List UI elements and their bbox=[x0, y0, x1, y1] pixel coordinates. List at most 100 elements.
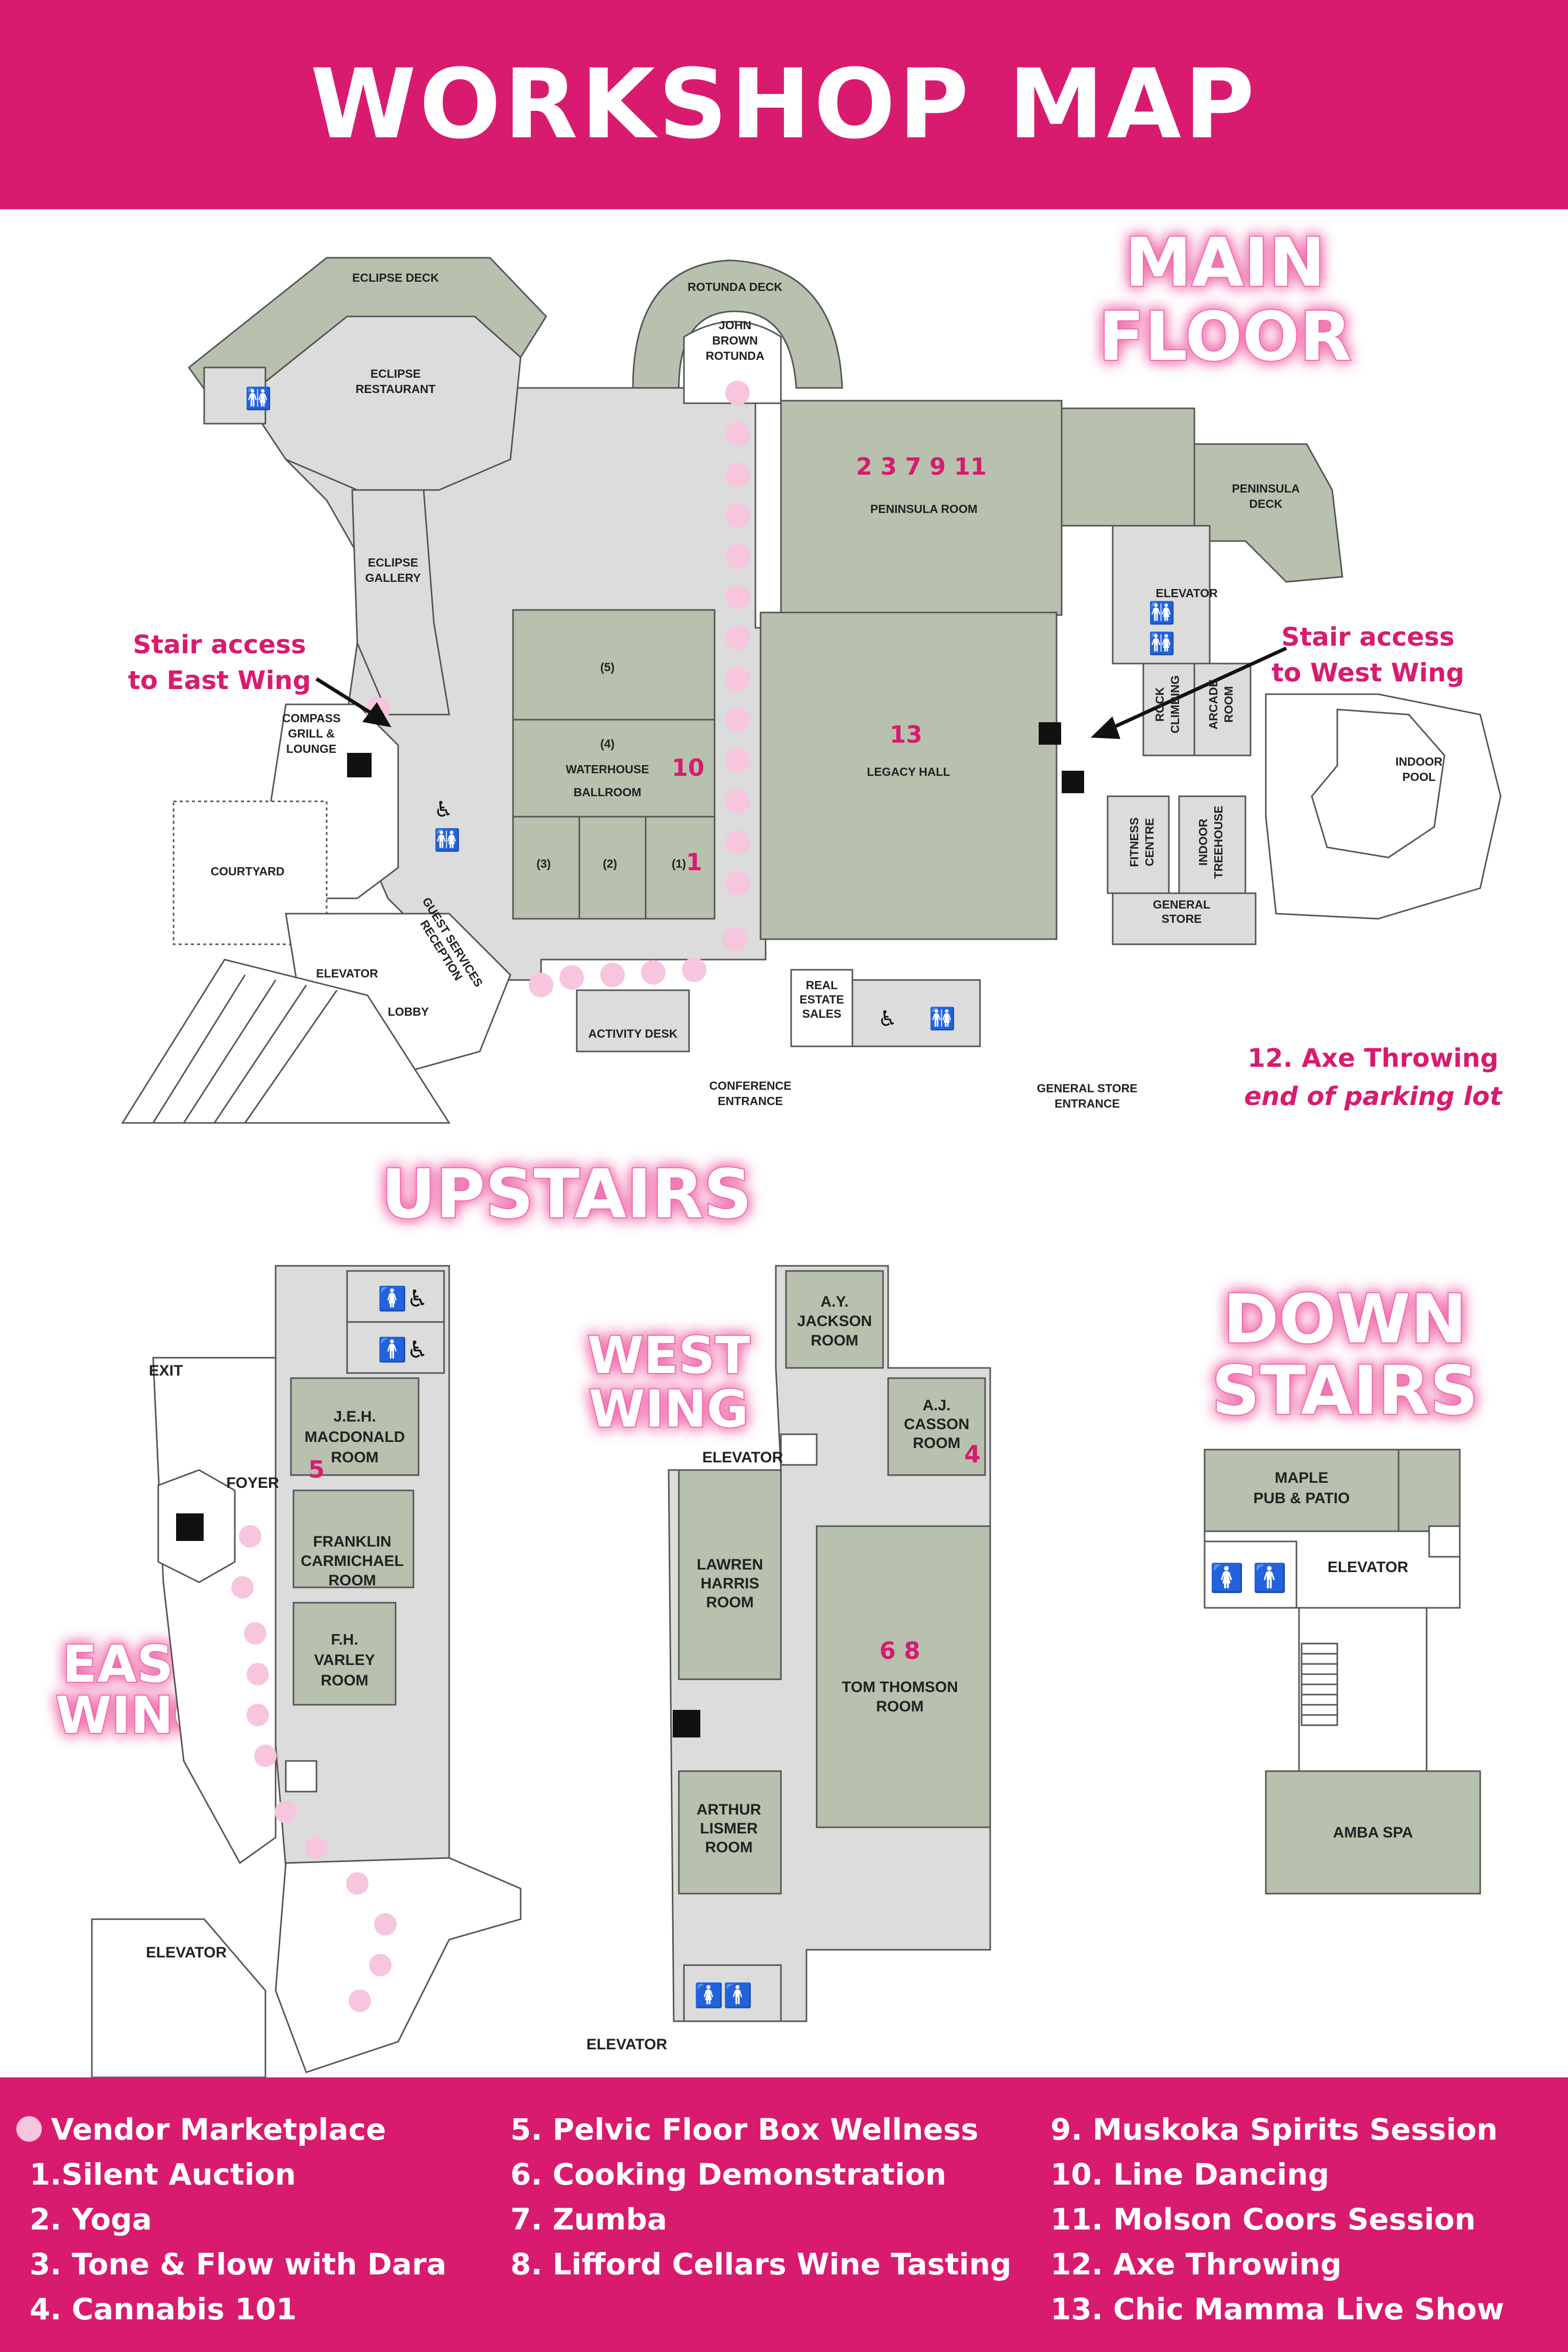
rotunda-deck-label: ROTUNDA DECK bbox=[688, 280, 782, 293]
main-floor-heading-1: MAIN bbox=[1124, 224, 1325, 302]
main-elevator-label: ELEVATOR bbox=[1156, 586, 1218, 600]
legacy-workshop-number: 13 bbox=[890, 721, 922, 748]
indoor-pool bbox=[1265, 693, 1502, 920]
west-wing-plan bbox=[668, 1265, 991, 2022]
rock-climbing-label-2: CLIMBING bbox=[1168, 675, 1182, 733]
peninsula-deck bbox=[1193, 443, 1343, 583]
tom-label-2: ROOM bbox=[876, 1698, 923, 1715]
east-wing-plan bbox=[91, 1265, 522, 2077]
section-headings: MAIN FLOOR UPSTAIRS DOWN STAIRS WEST WIN… bbox=[54, 223, 1479, 1746]
maple-label-2: PUB & PATIO bbox=[1254, 1490, 1350, 1507]
west-wing-icons: 🚺🚹 bbox=[673, 1710, 753, 2009]
rotunda-label-1: JOHN bbox=[719, 318, 751, 332]
lawren-label-1: LAWREN bbox=[697, 1556, 763, 1573]
peninsula-deck-label-2: DECK bbox=[1249, 497, 1283, 510]
vendor-marketplace-dots-main bbox=[365, 381, 750, 997]
john-brown-rotunda bbox=[683, 321, 782, 404]
ballroom-section-4: (4) bbox=[600, 737, 615, 750]
legend-item-vendor: Vendor Marketplace bbox=[16, 2107, 447, 2152]
stair-east-note-2: to East Wing bbox=[128, 666, 311, 695]
rotunda-label-3: ROTUNDA bbox=[706, 349, 765, 362]
downstairs-corner-room bbox=[1398, 1449, 1461, 1532]
fitness-centre bbox=[1107, 795, 1170, 894]
amba-spa-label: AMBA SPA bbox=[1333, 1824, 1413, 1841]
east-wing-lower-building bbox=[91, 1918, 266, 2077]
eclipse-washroom bbox=[203, 366, 266, 425]
washroom-icon: 🚺♿ bbox=[378, 1285, 428, 1312]
aj-label-3: ROOM bbox=[913, 1435, 960, 1452]
lawren-label-2: HARRIS bbox=[700, 1575, 759, 1592]
main-floor-washroom-icons: 🚻 ♿ 🚻 🚻 🚻 ♿ 🚻 bbox=[245, 386, 1175, 1031]
treehouse-label-2: TREEHOUSE bbox=[1212, 805, 1225, 878]
general-store-entrance-label-1: GENERAL STORE bbox=[1037, 1082, 1137, 1095]
downstairs-heading-1: DOWN bbox=[1223, 1280, 1467, 1359]
legend-item: 11. Molson Coors Session bbox=[1050, 2202, 1476, 2237]
east-wing-icons: 🚺♿ 🚹♿ bbox=[176, 1285, 428, 1541]
legend-column-2: 5. Pelvic Floor Box Wellness 6. Cooking … bbox=[510, 2107, 1012, 2287]
legend-item: 7. Zumba bbox=[510, 2202, 668, 2237]
west-elevator-bottom-label: ELEVATOR bbox=[586, 2036, 668, 2053]
vendor-marketplace-dots-east bbox=[231, 1525, 397, 2012]
east-wing-foyer bbox=[152, 1357, 277, 1865]
aj-label-1: A.J. bbox=[922, 1397, 950, 1414]
ballroom-section-3: (3) bbox=[536, 857, 551, 870]
downstairs-stairs bbox=[1301, 1643, 1338, 1726]
compass-grill-label-2: GRILL & bbox=[288, 727, 335, 740]
washroom-icon: 🚺 🚹 bbox=[1210, 1562, 1287, 1594]
legend-item: 13. Chic Mamma Live Show bbox=[1050, 2292, 1504, 2326]
eclipse-gallery-label-1: ECLIPSE bbox=[368, 556, 418, 569]
floor-plan-map: 🚻 ♿ 🚻 🚻 🚻 ♿ 🚻 ECLIPSE DECK ECLIPSE RESTA… bbox=[54, 223, 1503, 2077]
lobby-elevator-label: ELEVATOR bbox=[316, 967, 378, 980]
eclipse-gallery-label-2: GALLERY bbox=[365, 571, 421, 584]
varley-label-1: F.H. bbox=[331, 1631, 358, 1648]
legend-item: 5. Pelvic Floor Box Wellness bbox=[510, 2112, 978, 2147]
conference-entrance-label-2: ENTRANCE bbox=[718, 1094, 783, 1108]
peninsula-room-label: PENINSULA ROOM bbox=[870, 502, 977, 516]
stair-access-arrows bbox=[315, 646, 1287, 739]
franklin-label-3: ROOM bbox=[328, 1572, 376, 1589]
east-foyer-label: FOYER bbox=[226, 1475, 279, 1491]
maple-label-1: MAPLE bbox=[1275, 1469, 1329, 1486]
stairs-icon bbox=[1039, 722, 1061, 745]
downstairs-labels: MAPLE PUB & PATIO ELEVATOR AMBA SPA bbox=[1254, 1469, 1413, 1841]
arrow-east-wing bbox=[315, 677, 379, 719]
vendor-dot-icon bbox=[16, 2116, 42, 2142]
ballroom-1-workshop-number: 1 bbox=[686, 848, 702, 876]
header-banner: WORKSHOP MAP bbox=[0, 0, 1568, 209]
ay-jackson-room bbox=[785, 1270, 884, 1369]
peninsula-workshop-numbers: 2 3 7 9 11 bbox=[856, 453, 987, 480]
lobby-wing bbox=[121, 959, 451, 1124]
legend-item: 4. Cannabis 101 bbox=[30, 2292, 297, 2326]
peninsula-deck-label-1: PENINSULA bbox=[1232, 482, 1300, 495]
downstairs-plan bbox=[1204, 1449, 1481, 1895]
real-estate-label-1: REAL bbox=[806, 978, 838, 992]
ay-label-1: A.Y. bbox=[820, 1293, 848, 1310]
rotunda-label-2: BROWN bbox=[712, 334, 757, 347]
washroom-icon: ♿ bbox=[434, 797, 453, 822]
arcade-room-label-2: ROOM bbox=[1222, 686, 1235, 723]
amba-spa bbox=[1265, 1770, 1481, 1895]
eclipse-restaurant-label-2: RESTAURANT bbox=[356, 382, 436, 396]
tom-thomson-workshop-numbers: 6 8 bbox=[879, 1637, 920, 1664]
legacy-hall bbox=[760, 611, 1058, 940]
main-floor-heading-2: FLOOR bbox=[1098, 298, 1352, 376]
west-wing-heading-2: WING bbox=[589, 1379, 748, 1439]
legend-item: 1.Silent Auction bbox=[30, 2157, 296, 2192]
legend-column-3: 9. Muskoka Spirits Session 10. Line Danc… bbox=[1050, 2107, 1504, 2332]
ballroom-section-1: (1) bbox=[672, 857, 686, 870]
jeh-label-2: MACDONALD bbox=[305, 1429, 405, 1446]
legend-item: 2. Yoga bbox=[30, 2202, 152, 2237]
washroom-block bbox=[851, 979, 981, 1047]
axe-location-note: end of parking lot bbox=[1244, 1082, 1503, 1111]
arcade-room-label-1: ARCADE bbox=[1207, 679, 1220, 729]
ballroom-section-2: (2) bbox=[603, 857, 617, 870]
eclipse-restaurant-label-1: ECLIPSE bbox=[371, 367, 421, 380]
stairs-icon bbox=[673, 1710, 700, 1737]
main-floor-stair-icons bbox=[347, 722, 1084, 793]
jeh-label-3: ROOM bbox=[331, 1449, 378, 1466]
eclipse-deck-label: ECLIPSE DECK bbox=[352, 271, 439, 284]
varley-label-2: VARLEY bbox=[314, 1652, 375, 1669]
jeh-macdonald-room bbox=[290, 1377, 420, 1476]
west-elevator-box bbox=[780, 1433, 818, 1466]
legend-item: 6. Cooking Demonstration bbox=[510, 2157, 947, 2192]
